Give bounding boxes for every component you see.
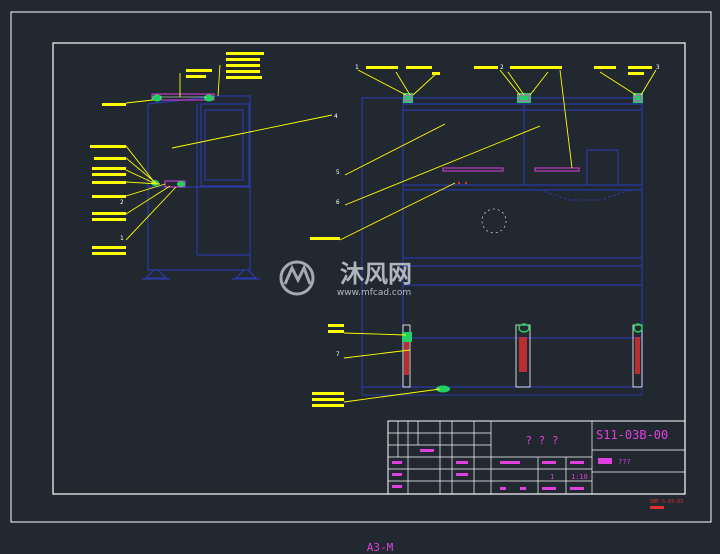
title-block-grid (388, 421, 685, 494)
front-view-top-seals (403, 93, 643, 103)
front-view-bottom-fitting (436, 385, 450, 393)
front-view-hopper (539, 189, 631, 201)
sheet-size-label: A3-M (367, 541, 394, 554)
watermark-url: www.mfcad.com (337, 288, 411, 298)
balloon-label: 5 (336, 169, 340, 176)
sheet-index: 1 (550, 473, 554, 481)
drawing-number: S11-03B-00 (596, 428, 668, 442)
scale-value: 1:10 (571, 473, 588, 481)
part-name: ? ? ? (525, 434, 558, 447)
front-view-notes (310, 66, 652, 407)
title-block: ? ? ? S11-03B-00 ??? 1 1:10 (387, 420, 686, 495)
watermark-title: 沐风网 (340, 260, 412, 288)
side-view-leaders (125, 64, 333, 241)
side-view-cabinet-outline (147, 95, 251, 271)
balloon-label: 3 (656, 64, 660, 71)
balloon-label: 1 (355, 64, 359, 71)
front-view-base (361, 387, 643, 396)
balloon-label: 7 (336, 351, 340, 358)
front-view-fan-marks (481, 208, 507, 234)
balloon-label: 2 (500, 64, 504, 71)
sheet-outer-border (10, 11, 712, 523)
side-view-top-seal (151, 93, 215, 102)
balloon-label: 6 (336, 199, 340, 206)
drawing-frame (52, 42, 686, 495)
revision-note: SNF-S-03-03 (650, 499, 683, 505)
front-view-outline (361, 97, 643, 388)
title-block-cells-text (392, 449, 584, 490)
side-view: 4 2 1 (90, 52, 338, 280)
balloon-label: 1 (120, 235, 124, 242)
material-tag (598, 458, 612, 464)
front-view-columns (402, 323, 643, 388)
balloon-label: 4 (334, 113, 338, 120)
revision-note-mark (650, 506, 664, 509)
watermark-logo-icon (279, 260, 315, 296)
side-view-feet (142, 269, 260, 280)
title-block-frame (387, 420, 686, 495)
watermark: 沐风网 www.mfcad.com (279, 260, 412, 298)
front-view-leaders (339, 69, 657, 403)
side-view-notes (90, 52, 264, 255)
material-label: ??? (618, 458, 631, 466)
balloon-label: 2 (120, 199, 124, 206)
front-view-shelves (442, 167, 580, 185)
front-view: 1 2 3 5 6 7 (310, 64, 660, 407)
